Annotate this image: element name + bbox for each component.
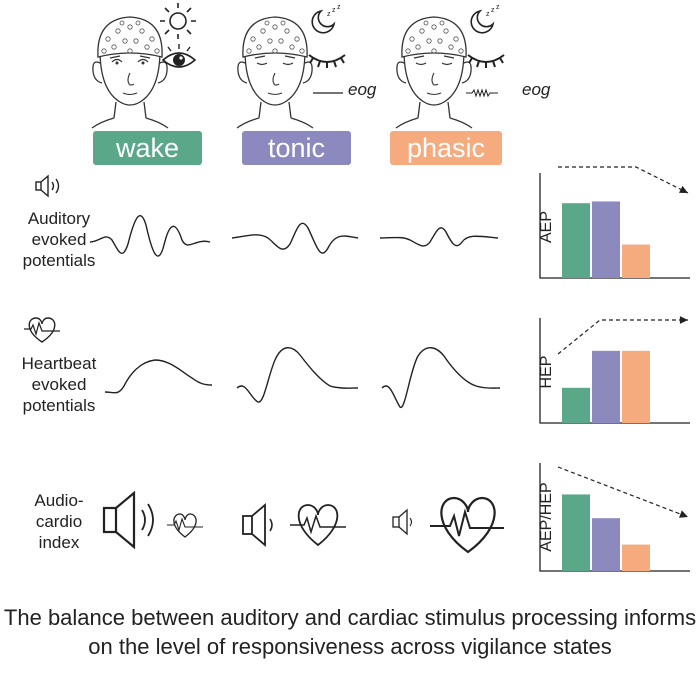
moon-zzz-icon: z z z: [311, 4, 341, 34]
trend-arrowhead: [679, 510, 688, 518]
phasic-eog-trace: [466, 88, 498, 98]
index-row-label: Audio- cardio index: [34, 491, 84, 552]
trend-arrow: [558, 166, 689, 194]
bar-phasic: [622, 544, 650, 571]
aep-hep-axis-label: AEP/HEP: [538, 482, 555, 552]
hep-bar-chart: [539, 316, 690, 424]
svg-text:z: z: [486, 11, 490, 18]
figure-caption: The balance between auditory and cardiac…: [3, 605, 697, 659]
svg-text:z: z: [496, 4, 500, 11]
state-label-wake: wake: [93, 131, 202, 165]
phasic-speaker-icon: [392, 508, 413, 536]
phasic-hep-waveform: [381, 347, 501, 408]
trend-arrow: [557, 319, 688, 355]
wake-aep-waveform: [89, 215, 211, 257]
trend-arrowhead: [679, 316, 688, 324]
aep-hep-bar-chart: [539, 463, 690, 572]
bar-tonic: [592, 201, 620, 278]
phasic-eog-label: eog: [522, 80, 551, 99]
tonic-eog-label: eog: [348, 80, 377, 99]
trend-arrowhead: [679, 185, 688, 193]
tonic-aep-waveform: [231, 222, 359, 254]
sun-icon: [160, 3, 196, 39]
aep-row-label: Auditory evoked potentials: [22, 209, 96, 270]
phasic-aep-waveform: [379, 227, 499, 247]
bar-wake: [562, 494, 590, 571]
svg-text:z: z: [332, 7, 336, 14]
trend-arrow: [557, 466, 689, 518]
wake-heart-pulse-icon: [167, 513, 203, 538]
eye-icon: [161, 44, 197, 68]
tonic-heart-pulse-icon: [290, 504, 346, 547]
hep-row-label: Heartbeat evoked potentials: [21, 354, 97, 415]
closed-eye-icon: [308, 54, 346, 68]
moon-zzz-icon: z z z: [470, 4, 500, 34]
bar-wake: [562, 203, 590, 278]
closed-eye-icon: [467, 54, 505, 68]
hep-axis-label: HEP: [538, 355, 555, 389]
wake-head-icon: [91, 16, 169, 129]
phasic-heart-pulse-icon: [430, 496, 504, 554]
bar-phasic: [622, 244, 650, 278]
aep-axis-label: AEP: [538, 211, 555, 244]
tonic-head-icon: [236, 16, 314, 129]
state-label-tonic: tonic: [242, 131, 351, 165]
svg-text:z: z: [491, 7, 495, 14]
heart-pulse-icon: [24, 317, 60, 343]
wake-hep-waveform: [104, 359, 213, 394]
speaker-icon: [35, 174, 60, 198]
bar-phasic: [622, 350, 650, 423]
wake-speaker-icon: [102, 490, 154, 550]
tonic-hep-waveform: [236, 347, 359, 403]
phasic-head-icon: [395, 16, 473, 129]
tonic-speaker-icon: [242, 503, 273, 547]
state-label-phasic: phasic: [390, 131, 502, 165]
bar-tonic: [592, 518, 620, 571]
svg-text:z: z: [327, 11, 331, 18]
bar-wake: [562, 387, 590, 423]
svg-text:z: z: [337, 4, 341, 11]
bar-tonic: [592, 350, 620, 423]
aep-bar-chart: [539, 166, 690, 279]
